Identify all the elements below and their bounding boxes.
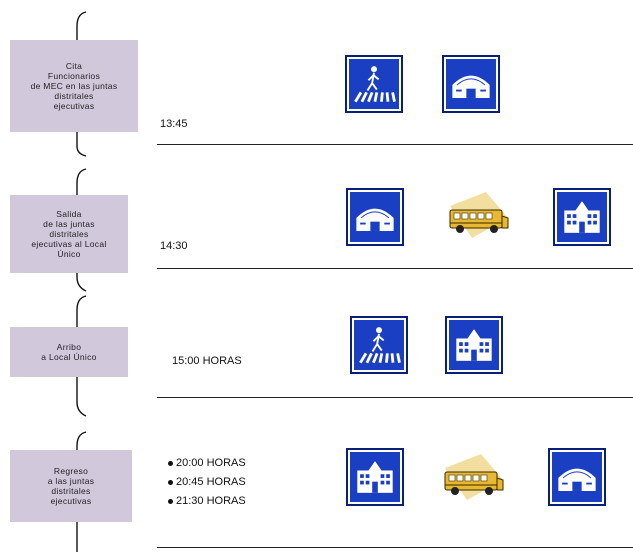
stage-4-time-1: 20:00 HORAS: [168, 454, 246, 473]
stage-2-separator: [157, 268, 633, 269]
stage-4-school-bus-icon: [437, 450, 509, 508]
stage-2-school-bus-icon: [442, 188, 514, 246]
stage-3-label: Arribo a Local Único: [10, 327, 128, 377]
stage-2-school-building-icon: [553, 188, 611, 246]
stage-4-school-building-icon: [346, 448, 404, 506]
stage-2-gymnasium-icon: [346, 188, 404, 246]
stage-1-gymnasium-icon: [442, 55, 500, 113]
stage-4-gymnasium-icon: [548, 448, 606, 506]
stage-2-time: 14:30: [160, 240, 188, 252]
bullet-icon: [168, 460, 173, 466]
stage-4-bracket: [76, 431, 87, 552]
stage-1-pedestrian-crossing-icon: [345, 55, 403, 113]
bullet-icon: [168, 479, 173, 485]
stage-1-time: 13:45: [160, 118, 188, 130]
stage-1-separator: [157, 144, 633, 145]
stage-4-label: Regreso a las juntas distritales ejecuti…: [10, 450, 132, 522]
stage-3-pedestrian-crossing-icon: [350, 316, 408, 374]
stage-3-time: 15:00 HORAS: [172, 355, 242, 367]
stage-4-time-2: 20:45 HORAS: [168, 473, 246, 492]
stage-3-school-building-icon: [445, 316, 503, 374]
stage-4-times: 20:00 HORAS 20:45 HORAS 21:30 HORAS: [168, 454, 246, 511]
stage-4-time-3: 21:30 HORAS: [168, 492, 246, 511]
stage-2-label: Salida de las juntas distritales ejecuti…: [10, 195, 128, 273]
bullet-icon: [168, 498, 173, 504]
stage-3-separator: [157, 397, 633, 398]
stage-1-label: Cita Funcionarios de MEC en las juntas d…: [10, 40, 138, 132]
stage-4-separator: [157, 547, 633, 548]
